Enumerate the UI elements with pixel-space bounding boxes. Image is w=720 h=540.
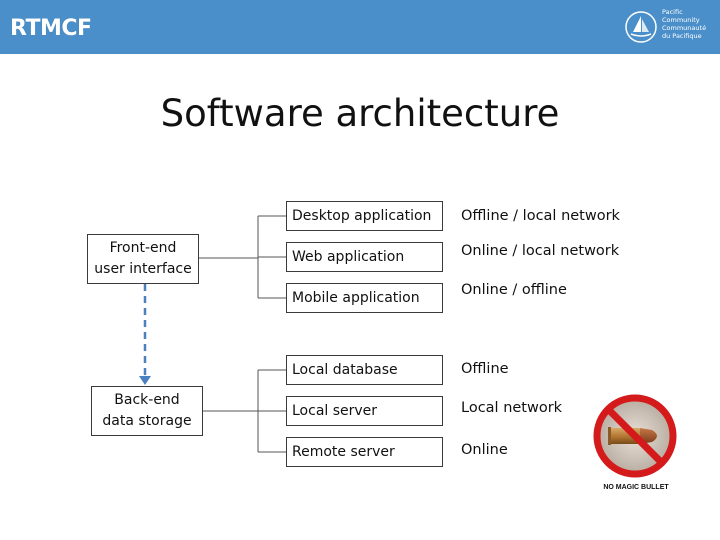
pacific-community-logo-icon (625, 11, 657, 43)
option-box-remote-server: Remote server (286, 437, 443, 467)
pacific-community-text: Pacific Community Communauté du Pacifiqu… (662, 8, 707, 40)
no-magic-bullet-icon (593, 394, 677, 478)
option-box-local-server: Local server (286, 396, 443, 426)
slide-title: Software architecture (160, 92, 560, 135)
description-local-server: Local network (461, 400, 563, 416)
option-box-desktop: Desktop application (286, 201, 443, 231)
option-box-web: Web application (286, 242, 443, 272)
description-remote-server: Online (461, 442, 508, 458)
option-box-mobile: Mobile application (286, 283, 443, 313)
front-end-box: Front-end user interface (87, 234, 199, 284)
description-local-database: Offline (461, 361, 509, 377)
option-box-local-database: Local database (286, 355, 443, 385)
arrow-head-icon (139, 376, 151, 385)
header-bar: RTMCF Pacific Community Communauté du Pa… (0, 0, 720, 54)
description-web: Online / local network (461, 243, 620, 259)
no-magic-bullet-caption: NO MAGIC BULLET (603, 484, 669, 491)
description-desktop: Offline / local network (461, 208, 620, 224)
description-mobile: Online / offline (461, 282, 567, 298)
back-end-box: Back-end data storage (91, 386, 203, 436)
rtmcf-logo: RTMCF (10, 16, 92, 41)
